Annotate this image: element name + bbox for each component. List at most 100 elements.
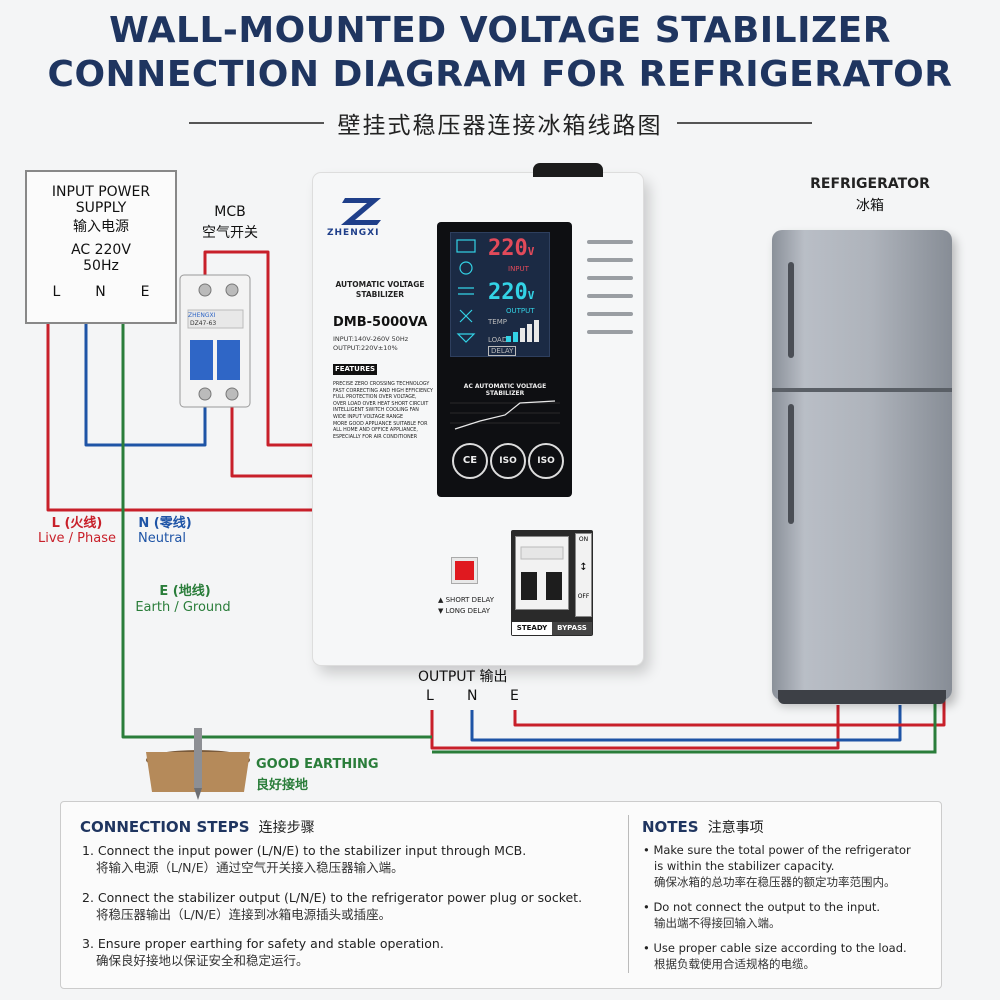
steps-header-zh: 连接步骤 (258, 820, 315, 836)
subtitle-text: 壁挂式稳压器连接冰箱线路图 (337, 113, 663, 139)
input-terminal-n: N (95, 284, 106, 300)
feature-item: OVER LOAD OVER HEAT SHORT CIRCUIT (333, 401, 429, 407)
wire-mcb-bottom (230, 405, 332, 478)
steps-header-en: CONNECTION STEPS (80, 818, 250, 836)
bypass-breaker (515, 536, 569, 610)
input-power-box: INPUT POWER SUPPLY 输入电源 AC 220V 50Hz L N… (25, 170, 177, 324)
input-line-1: INPUT POWER (51, 184, 151, 200)
earthing-label-zh: 良好接地 (256, 778, 309, 793)
step-1-zh: 将输入电源（L/N/E）通过空气开关接入稳压器输入端。 (96, 860, 404, 875)
stabilizer-model: DMB-5000VA (333, 315, 428, 330)
wire-mcb-top-left (203, 250, 332, 447)
steady-bypass-label: STEADY BYPASS (512, 622, 592, 635)
delay-button-face[interactable] (455, 561, 474, 580)
panel-caption: AC AUTOMATIC VOLTAGE STABILIZER (463, 383, 547, 397)
earthing-rod-icon (146, 728, 250, 800)
notes-header-en: NOTES (642, 818, 699, 836)
note-2: • Do not connect the output to the input… (643, 899, 933, 931)
features-header: FEATURES (333, 364, 377, 375)
title-line-2: CONNECTION DIAGRAM FOR REFRIGERATOR (47, 54, 953, 95)
mcb-brand: ZHENGXI (188, 312, 216, 319)
stabilizer-spec-output: OUTPUT:220V±10% (333, 344, 398, 352)
input-line-5: 50Hz (83, 258, 119, 274)
note-3-zh: 根据负载使用合适规格的电缆。 (654, 957, 815, 971)
vent-2 (587, 258, 633, 262)
feature-item: MORE GOOD APPLIANCE SUITABLE FOR (333, 421, 428, 427)
refrigerator-label-zh: 冰箱 (856, 198, 884, 214)
cert-iso-icon: ISO (490, 443, 526, 479)
output-terminal-n: N (467, 688, 478, 704)
earthing-label: GOOD EARTHING (256, 757, 379, 772)
lcd-output-value: 220V (488, 280, 534, 305)
feature-item: INTELLIGENT SWITCH COOLING FAN (333, 408, 419, 414)
input-terminal-l: L (52, 284, 61, 300)
note-3: • Use proper cable size according to the… (643, 940, 933, 972)
note-3-en-text: Use proper cable size according to the l… (653, 941, 907, 955)
step-2-zh: 将稳压器输出（L/N/E）连接到冰箱电源插头或插座。 (96, 907, 392, 922)
lcd-load-bars-icon (505, 318, 545, 344)
delay-button[interactable] (451, 557, 478, 584)
step-2: 2. Connect the stabilizer output (L/N/E)… (82, 889, 622, 923)
refrigerator-base (778, 690, 946, 704)
lcd-output-unit: V (527, 289, 535, 302)
input-line-2: SUPPLY (75, 200, 127, 216)
bypass-label: BYPASS (552, 622, 592, 635)
step-1-en: 1. Connect the input power (L/N/E) to th… (82, 843, 527, 858)
output-terminal-e: E (510, 688, 519, 704)
note-2-en-text: Do not connect the output to the input. (653, 900, 881, 914)
subtitle-rule-left (188, 122, 324, 124)
panel-graph-icon (450, 393, 560, 433)
lcd-input-unit: V (527, 245, 535, 258)
feature-item: FAST CORRECTING AND HIGH EFFICIENCY (333, 388, 433, 394)
note-3-en: • Use proper cable size according to the… (643, 941, 907, 955)
output-label: OUTPUT 输出 (418, 669, 508, 685)
note-1-en-2: is within the stabilizer capacity. (654, 859, 835, 873)
legend-neutral-en: Neutral (138, 531, 186, 546)
note-1-en-1-text: Make sure the total power of the refrige… (653, 843, 911, 857)
lcd-load-label: LOAD (488, 336, 508, 344)
feature-item: ALL HOME AND OFFICE APPLIANCE, (333, 428, 418, 434)
lcd-output-digits: 220 (488, 280, 528, 305)
stabilizer-top-fan (533, 163, 603, 177)
vent-3 (587, 276, 633, 280)
vent-1 (587, 240, 633, 244)
stabilizer-spec-input: INPUT:140V-260V 50Hz (333, 335, 409, 343)
long-delay-label: ▼ LONG DELAY (438, 607, 491, 615)
short-delay-label: ▲ SHORT DELAY (438, 596, 495, 604)
on-off-switch[interactable]: ON ↕ OFF (575, 533, 592, 617)
feature-item: ESPECIALLY FOR AIR CONDITIONER (333, 434, 418, 440)
legend-neutral-label: N (零线) (138, 516, 192, 531)
title-line-1: WALL-MOUNTED VOLTAGE STABILIZER (109, 10, 891, 51)
wire-output-earth (513, 700, 946, 727)
step-3-zh: 确保良好接地以保证安全和稳定运行。 (96, 953, 309, 968)
short-delay-text: SHORT DELAY (445, 596, 495, 604)
lcd-input-label: INPUT (508, 265, 529, 273)
input-terminal-e: E (140, 284, 150, 300)
input-line-3: 输入电源 (73, 219, 129, 235)
on-label: ON (578, 536, 589, 543)
freezer-handle-icon (788, 262, 794, 358)
step-1: 1. Connect the input power (L/N/E) to th… (82, 842, 622, 876)
feature-item: FULL PROTECTION OVER VOLTAGE, (333, 395, 417, 401)
lcd-status-icons (454, 238, 480, 348)
mcb-breaker-icon (179, 274, 251, 408)
note-2-zh: 输出端不得接回输入端。 (654, 916, 781, 930)
input-line-4: AC 220V (71, 242, 131, 258)
lcd-input-value: 220V (488, 236, 534, 261)
long-delay-text: LONG DELAY (445, 607, 491, 615)
refrigerator-icon (772, 230, 952, 700)
feature-item: WIDE INPUT VOLTAGE RANGE (333, 414, 404, 420)
stabilizer-brand: ZHENGXI (327, 228, 380, 238)
lcd-temp-label: TEMP (488, 318, 507, 326)
wire-output-neutral (470, 705, 902, 742)
legend-earth-label: E (地线) (159, 584, 211, 599)
wire-input-neutral (84, 318, 207, 447)
notes-header: NOTES 注意事项 (642, 817, 764, 837)
instructions-panel (60, 801, 942, 989)
cert-iso-icon-2: ISO (528, 443, 564, 479)
step-3: 3. Ensure proper earthing for safety and… (82, 935, 622, 969)
wire-fridge-earth (198, 700, 937, 754)
off-label: OFF (577, 593, 590, 600)
step-2-en: 2. Connect the stabilizer output (L/N/E)… (82, 890, 583, 905)
